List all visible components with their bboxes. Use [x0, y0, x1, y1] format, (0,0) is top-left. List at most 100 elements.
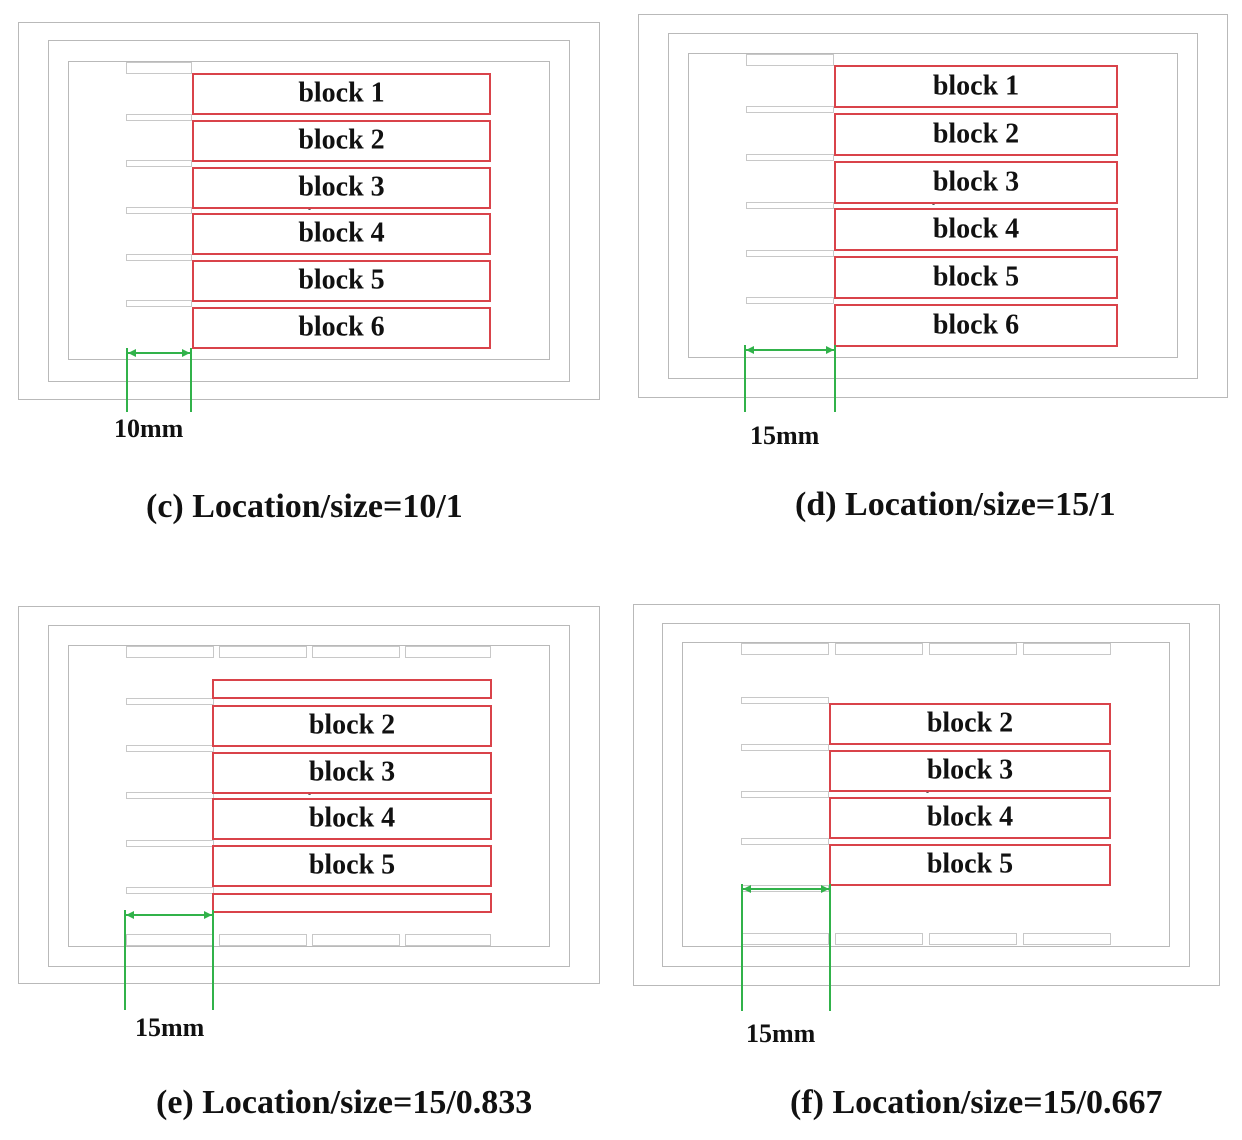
- block-label: block 4: [298, 217, 385, 249]
- block-label: block 6: [298, 311, 385, 343]
- block-label: block 3: [298, 171, 385, 203]
- top-tab: [126, 62, 192, 74]
- dimension-label: 15mm: [746, 1019, 816, 1048]
- arrow-right-icon: [821, 885, 829, 893]
- side-slit: [126, 207, 192, 214]
- dimension-extension-line: [124, 910, 126, 1010]
- block: block 4: [829, 797, 1111, 839]
- block: block 2: [834, 113, 1118, 156]
- block-label: block 1: [298, 77, 385, 109]
- block: block 4: [192, 213, 491, 255]
- block-label: block 4: [926, 801, 1014, 833]
- side-slit: [126, 840, 214, 847]
- block: block 3: [192, 167, 491, 209]
- dimension-extension-line: [190, 348, 192, 412]
- block: block 6: [192, 307, 491, 349]
- outer-frame: [633, 604, 1220, 986]
- bottom-tab: [1023, 933, 1111, 945]
- middle-frame: [48, 40, 570, 382]
- side-slit: [746, 202, 834, 209]
- top-tab: [741, 643, 829, 655]
- bottom-tab: [929, 933, 1017, 945]
- bottom-tab: [405, 934, 491, 946]
- arrow-right-icon: [182, 349, 190, 357]
- top-tab: [219, 646, 307, 658]
- side-slit: [126, 698, 214, 705]
- arrow-left-icon: [126, 911, 134, 919]
- arrow-right-icon: [204, 911, 212, 919]
- dimension-line: [128, 352, 190, 354]
- block: block 4: [834, 208, 1118, 251]
- dimension-extension-line: [212, 910, 214, 1010]
- block: block 2: [212, 705, 492, 747]
- block-label: block 2: [298, 124, 385, 156]
- outer-frame: [18, 606, 600, 984]
- side-slit: [741, 744, 829, 751]
- side-slit: [126, 254, 192, 261]
- block-label: block 5: [926, 848, 1014, 880]
- top-tab: [1023, 643, 1111, 655]
- side-slit: [126, 114, 192, 121]
- side-slit: [126, 160, 192, 167]
- block: block 3: [829, 750, 1111, 792]
- block-label: block 4: [932, 212, 1020, 244]
- dimension-line: [126, 914, 212, 916]
- block: block 5: [829, 844, 1111, 886]
- inner-frame: [682, 642, 1170, 947]
- arrow-left-icon: [743, 885, 751, 893]
- middle-frame: [662, 623, 1190, 967]
- dimension-label: 15mm: [750, 421, 820, 450]
- block: block 4: [212, 798, 492, 840]
- side-slit: [126, 300, 192, 307]
- block-label: block 5: [298, 264, 385, 296]
- block-label: block 2: [932, 117, 1020, 149]
- side-slit: [746, 154, 834, 161]
- block-partial: [212, 893, 492, 913]
- block: block 5: [834, 256, 1118, 299]
- block-label: block 1: [932, 69, 1020, 101]
- block-label: block 2: [308, 709, 396, 741]
- block-label: block 4: [308, 802, 396, 834]
- side-slit: [746, 106, 834, 113]
- side-slit: [741, 791, 829, 798]
- inner-frame: [68, 645, 550, 947]
- inner-frame: [68, 61, 550, 360]
- dimension-label: 15mm: [135, 1013, 205, 1042]
- middle-frame: [668, 33, 1198, 379]
- block: block 5: [212, 845, 492, 887]
- block: block 5: [192, 260, 491, 302]
- block-label: block 5: [932, 260, 1020, 292]
- side-slit: [741, 697, 829, 704]
- block: block 1: [192, 73, 491, 115]
- panel-caption: (e) Location/size=15/0.833: [156, 1084, 533, 1121]
- panel-caption: (d) Location/size=15/1: [795, 486, 1116, 523]
- arrow-left-icon: [128, 349, 136, 357]
- arrow-left-icon: [746, 346, 754, 354]
- side-slit: [126, 745, 214, 752]
- inner-frame: [688, 53, 1178, 358]
- bottom-tab: [219, 934, 307, 946]
- top-tab: [312, 646, 400, 658]
- side-slit: [126, 792, 214, 799]
- outer-frame: [638, 14, 1228, 398]
- middle-frame: [48, 625, 570, 967]
- side-slit: [126, 887, 214, 894]
- arrow-right-icon: [826, 346, 834, 354]
- block-label: block 2: [926, 707, 1014, 739]
- block-label: block 5: [308, 849, 396, 881]
- dimension-line: [746, 349, 834, 351]
- dimension-extension-line: [741, 884, 743, 1011]
- dimension-extension-line: [829, 884, 831, 1011]
- block: block 1: [834, 65, 1118, 108]
- top-tab: [126, 646, 214, 658]
- block-partial: [212, 679, 492, 699]
- bottom-tab: [835, 933, 923, 945]
- panel-caption: (c) Location/size=10/1: [146, 488, 463, 525]
- bottom-tab: [741, 933, 829, 945]
- block-label: block 6: [932, 308, 1020, 340]
- block: block 3: [212, 752, 492, 794]
- dimension-extension-line: [126, 348, 128, 412]
- top-tab: [746, 54, 834, 66]
- outer-frame: [18, 22, 600, 400]
- dimension-label: 10mm: [114, 414, 184, 443]
